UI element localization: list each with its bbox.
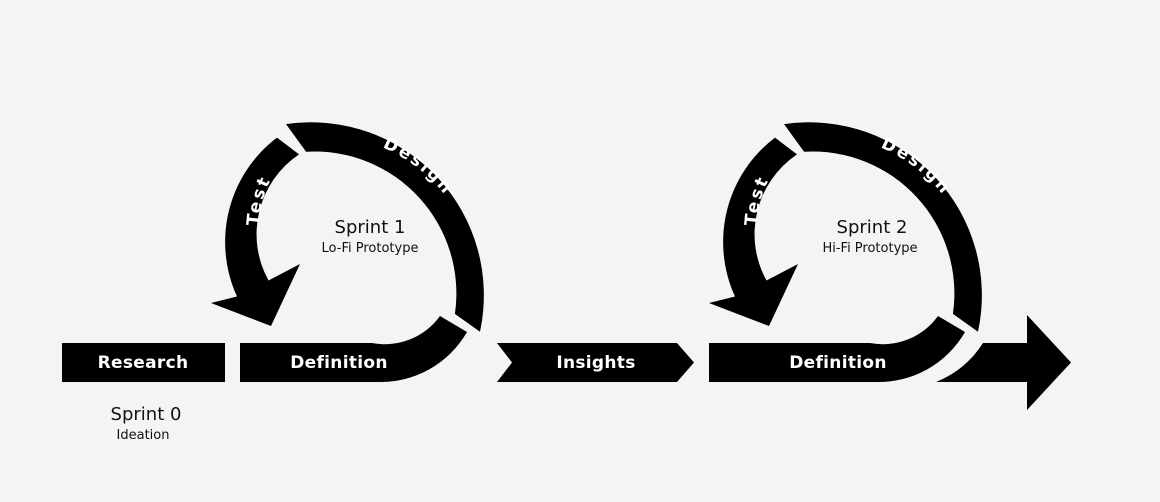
test-1-arc: [211, 137, 300, 326]
research-label: Research: [98, 353, 189, 373]
sprint-1-subtitle: Lo-Fi Prototype: [322, 241, 419, 256]
definition-2-label: Definition: [789, 353, 887, 373]
sprint-1-title: Sprint 1: [335, 217, 406, 238]
definition-2-bar: [709, 316, 965, 383]
insights-chevron: Insights: [497, 343, 694, 382]
final-arrow: [936, 315, 1071, 410]
definition-1-label: Definition: [290, 353, 388, 373]
sprint-0-title: Sprint 0: [111, 404, 182, 425]
test-2-arc: [709, 137, 798, 326]
research-bar: Research: [62, 343, 225, 382]
sprint-1-loop: Definition Design Test Sprint 1 Lo-Fi Pr…: [211, 122, 484, 383]
sprint-2-subtitle: Hi-Fi Prototype: [822, 241, 917, 256]
sprint-2-loop: Definition Design Test Sprint 2 Hi-Fi Pr…: [709, 122, 1071, 410]
insights-label: Insights: [556, 353, 635, 373]
sprint-0-subtitle: Ideation: [117, 428, 170, 443]
design-2-arc: [784, 122, 982, 332]
design-1-arc: [286, 122, 484, 332]
definition-1-bar: [240, 316, 467, 383]
sprint-2-title: Sprint 2: [837, 217, 908, 238]
